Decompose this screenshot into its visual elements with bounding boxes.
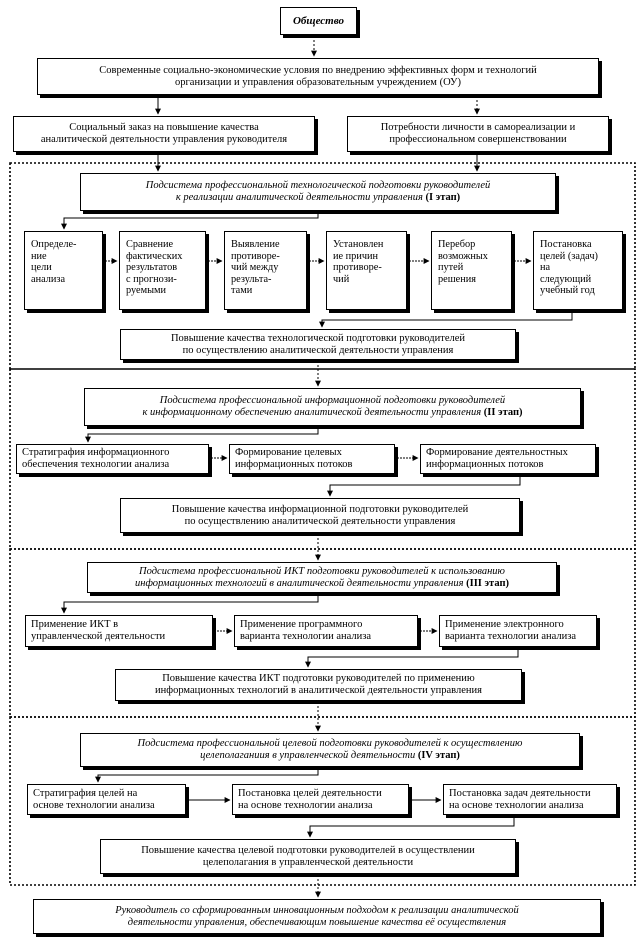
stage3-header-text: Подсистема профессиональной ИКТ подготов…	[135, 565, 505, 589]
stage3-step-1: Применение ИКТ в управленческой деятельн…	[25, 615, 213, 647]
stage2-result: Повышение качества информационной подгот…	[120, 498, 520, 533]
final-outcome-box: Руководитель со сформированным инновацио…	[33, 899, 601, 934]
stage1-header-stage: (I этап)	[425, 192, 461, 203]
social-order-box: Социальный заказ на повышение качества а…	[13, 116, 315, 152]
stage4-step-2: Постановка целей деятельности на основе …	[232, 784, 409, 815]
stage3-step-2: Применение программного варианта техноло…	[234, 615, 418, 647]
stage2-step-3: Формирование деятельностных информационн…	[420, 444, 596, 474]
stage-frame-4	[9, 716, 636, 886]
stage3-header: Подсистема профессиональной ИКТ подготов…	[87, 562, 557, 593]
arrow-s3-header-to-steps	[61, 594, 319, 614]
stage4-step-1: Стратиграфия целей на основе технологии …	[27, 784, 186, 815]
stage2-step-2: Формирование целевых информационных пото…	[229, 444, 395, 474]
stage1-step-2: Сравнение фактических результатов с прог…	[119, 231, 206, 310]
stage1-step-6: Постановка целей (задач) на следующий уч…	[533, 231, 623, 310]
arrow-s1-steps-to-result	[319, 312, 573, 328]
stage-frame-1	[9, 162, 636, 370]
modern-conditions-box: Современные социально-экономические усло…	[37, 58, 599, 95]
arrow-s2-header-to-steps	[85, 427, 319, 443]
stage4-step-3: Постановка задач деятельности на основе …	[443, 784, 617, 815]
stage4-header-stage: (IV этап)	[417, 750, 460, 761]
arrow-s1-header-to-steps	[61, 212, 319, 230]
stage2-header-stage: (II этап)	[483, 407, 523, 418]
stage4-header: Подсистема профессиональной целевой подг…	[80, 733, 580, 767]
stage2-header-text: Подсистема профессиональной информационн…	[142, 395, 506, 418]
stage4-header-text: Подсистема профессиональной целевой подг…	[137, 738, 523, 761]
stage3-step-3: Применение электронного варианта техноло…	[439, 615, 597, 647]
stage3-header-stage: (III этап)	[466, 577, 509, 589]
society-title: Общество	[280, 7, 357, 35]
stage1-header: Подсистема профессиональной технологичес…	[80, 173, 556, 211]
stage1-step-4: Установлен ие причин противоре- чий	[326, 231, 407, 310]
stage4-result: Повышение качества целевой подготовки ру…	[100, 839, 516, 874]
stage1-header-text: Подсистема профессиональной технологичес…	[145, 180, 491, 203]
personal-needs-box: Потребности личности в самореализации и …	[347, 116, 609, 152]
stage1-step-5: Перебор возможных путей решения	[431, 231, 512, 310]
arrow-s4-header-to-steps	[95, 768, 319, 783]
stage2-header: Подсистема профессиональной информационн…	[84, 388, 581, 426]
stage2-step-1: Стратиграфия информационного обеспечения…	[16, 444, 209, 474]
stage1-result: Повышение качества технологической подго…	[120, 329, 516, 360]
stage1-step-3: Выявление противоре- чий между результа-…	[224, 231, 307, 310]
arrow-s4-steps-to-result	[307, 816, 515, 838]
arrow-s3-steps-to-result	[305, 648, 519, 668]
arrow-s2-steps-to-result	[327, 475, 521, 497]
stage1-step-1: Определе- ние цели анализа	[24, 231, 103, 310]
stage3-result: Повышение качества ИКТ подготовки руково…	[115, 669, 522, 701]
